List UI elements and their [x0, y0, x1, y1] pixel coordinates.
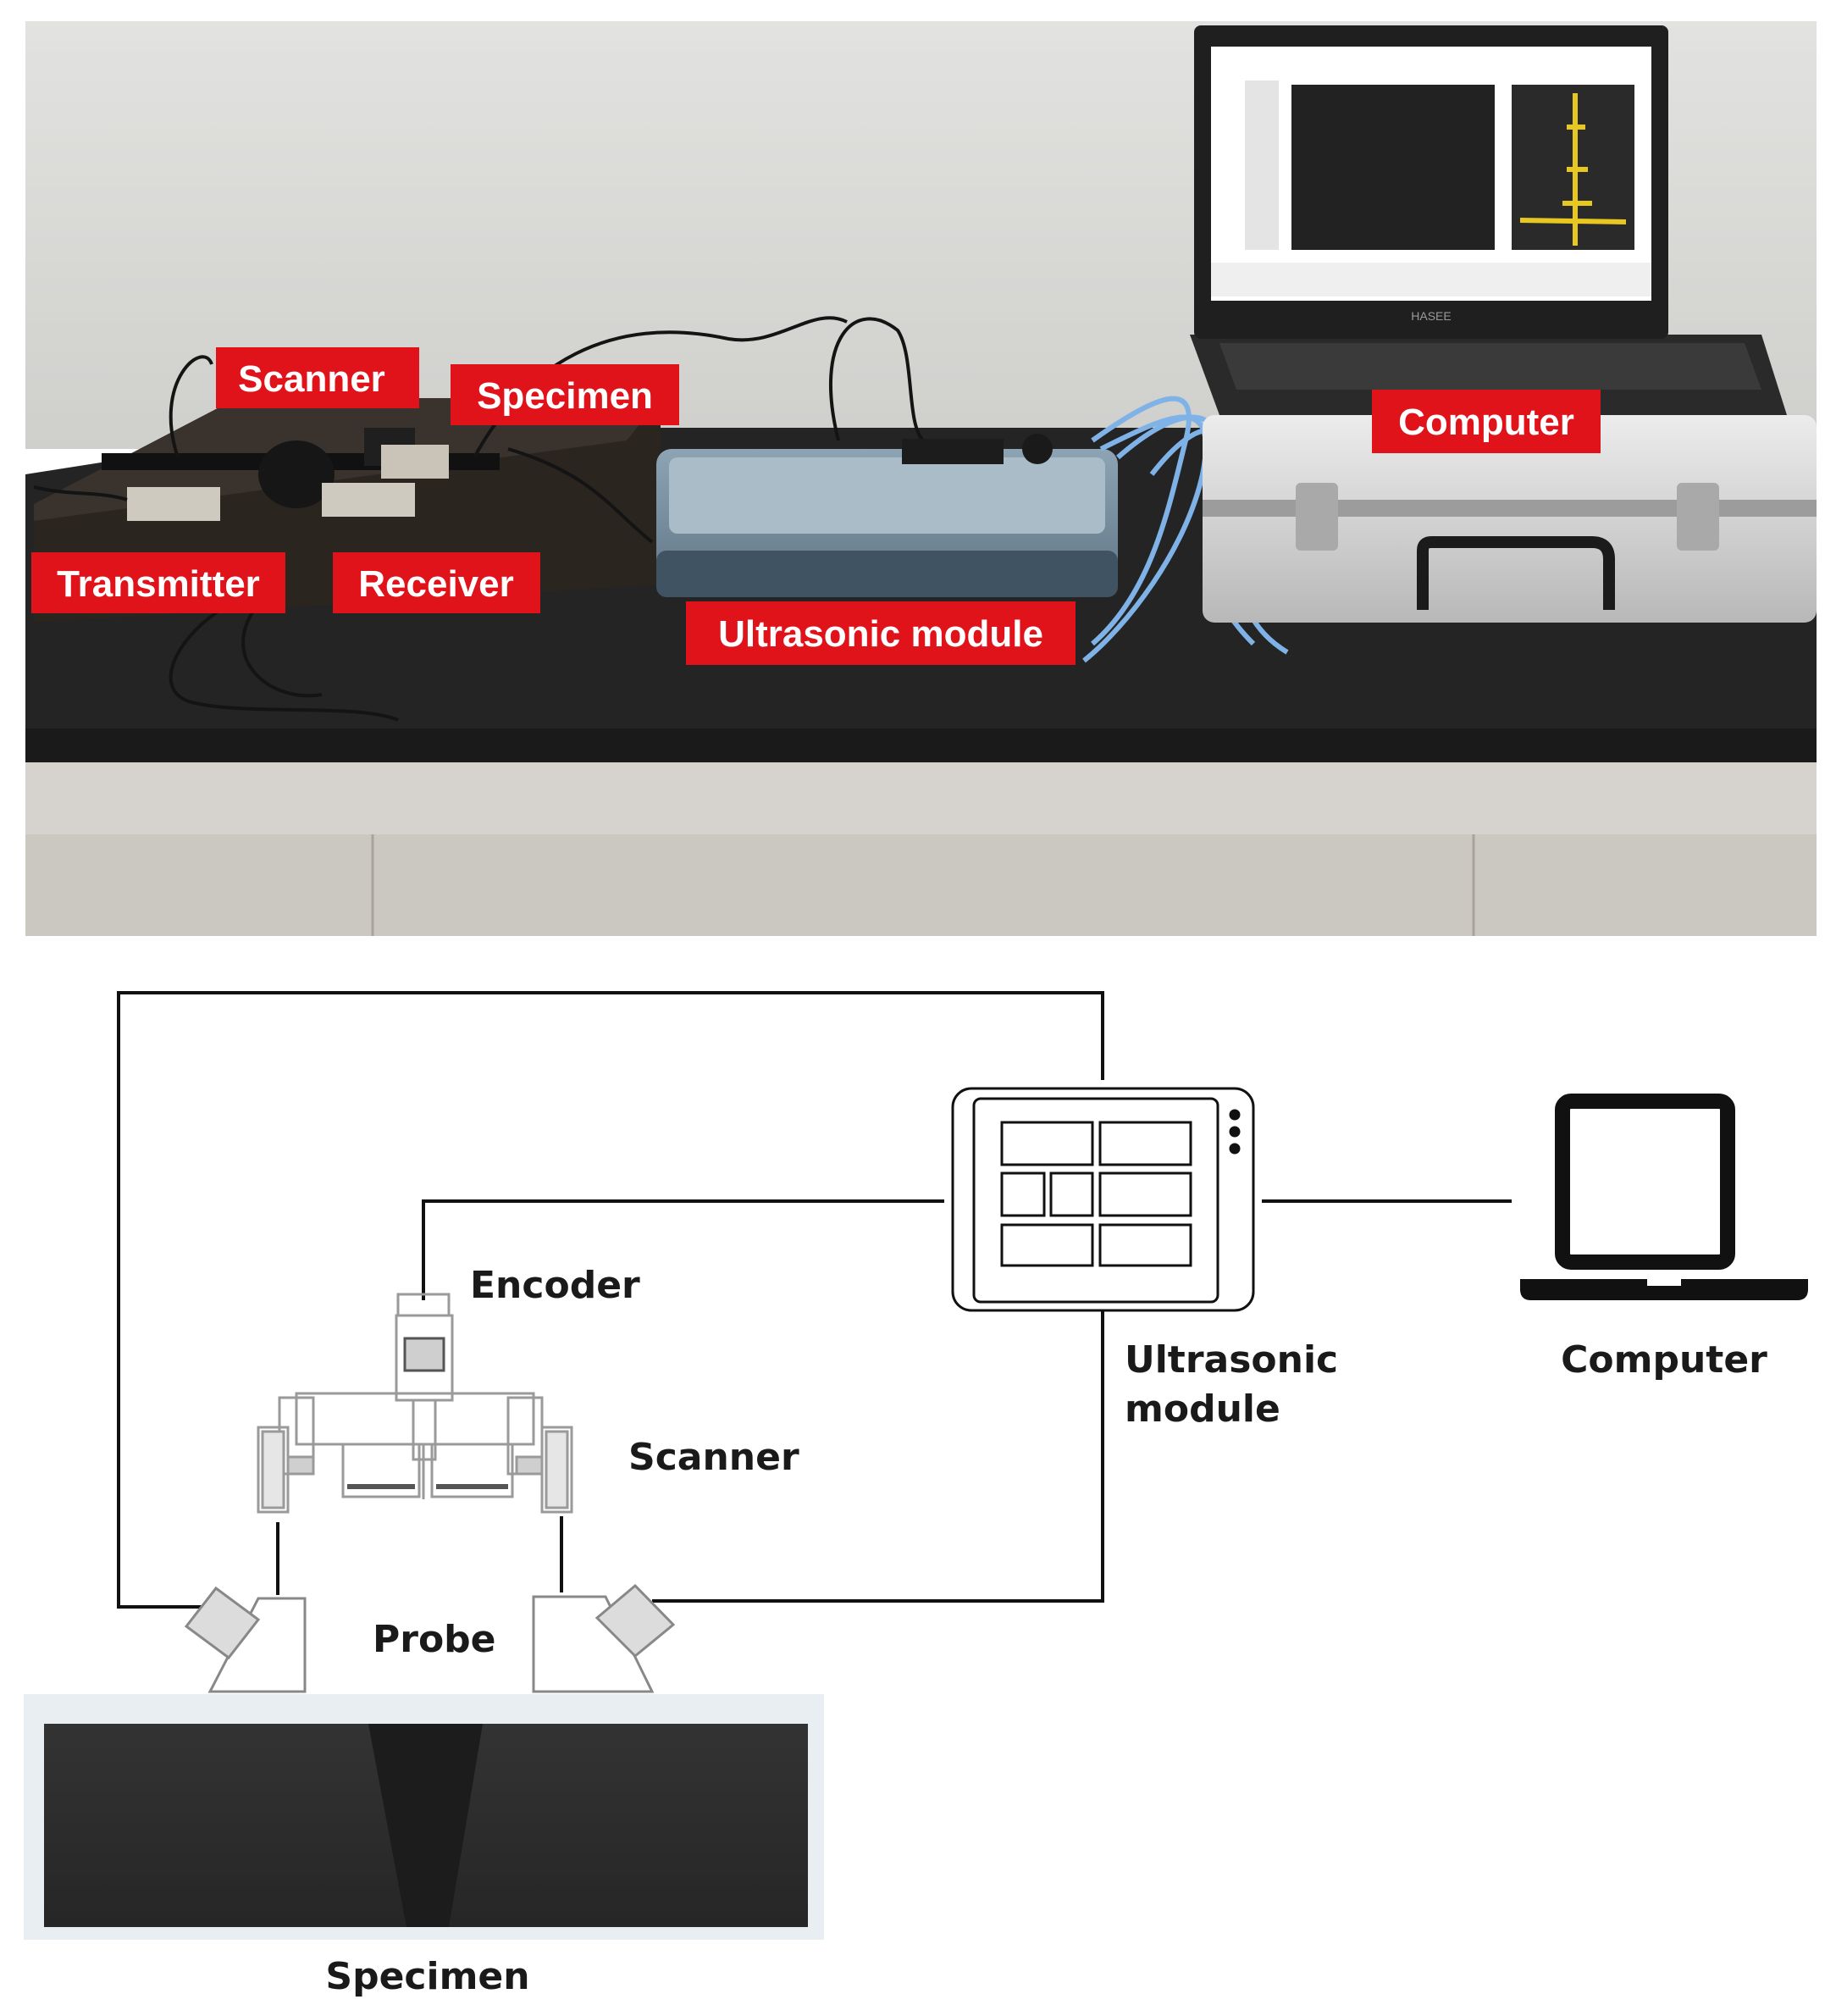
- scanner-knob-right: [545, 1430, 569, 1509]
- diagram-label-specimen: Specimen: [325, 1955, 529, 1998]
- diagram-scanner: [257, 1293, 573, 1514]
- photo-module-knob: [1022, 434, 1053, 464]
- photo-case-handle: [1417, 536, 1615, 610]
- module-tile-4: [1049, 1171, 1094, 1217]
- photo-screen-toolbar: [1211, 263, 1651, 296]
- photo-module-base: [656, 551, 1118, 597]
- photo-transmitter-probe: [127, 487, 220, 521]
- module-tile-3: [1000, 1171, 1046, 1217]
- photo-label-scanner-text: Scanner: [238, 358, 385, 400]
- photo-label-transmitter: Transmitter: [31, 552, 285, 613]
- photo-laptop-keyboard: [1219, 343, 1761, 390]
- photo-scanner-wheel: [258, 440, 335, 508]
- module-led-1: [1229, 1109, 1241, 1121]
- photo-module-handle: [902, 439, 1004, 464]
- module-tile-5: [1098, 1171, 1192, 1217]
- encoder-hatch: [403, 1337, 445, 1372]
- diagram-ultrasonic-module: [951, 1087, 1255, 1312]
- probe-left-crystal: [184, 1586, 261, 1660]
- laptop-icon-base: [1520, 1279, 1808, 1300]
- module-led-2: [1229, 1126, 1241, 1138]
- diagram-label-ultrasonic-line1: Ultrasonic: [1125, 1338, 1338, 1382]
- module-outer-body: [951, 1087, 1255, 1312]
- photo-label-transmitter-text: Transmitter: [57, 563, 260, 605]
- module-tile-2: [1098, 1121, 1192, 1166]
- diagram-label-encoder: Encoder: [470, 1264, 640, 1307]
- photo-screen-left-pane: [1245, 80, 1279, 250]
- diagram-probe-right: [532, 1583, 676, 1693]
- photo-screen-signal: [1519, 93, 1627, 246]
- photo-case-latch-left: [1296, 483, 1338, 551]
- module-led-3: [1229, 1143, 1241, 1155]
- photo-panel: HASEE Scanner Specimen Transmitter Recei…: [25, 21, 1817, 936]
- diagram-label-computer: Computer: [1561, 1338, 1767, 1382]
- laptop-icon-screen: [1555, 1094, 1735, 1270]
- wire-transmitter: [117, 991, 1104, 1609]
- diagram-label-scanner: Scanner: [628, 1436, 799, 1479]
- scanner-joint-left: [286, 1455, 315, 1476]
- bench-rail: [25, 834, 1817, 936]
- scanner-lower-right: [430, 1443, 514, 1498]
- module-tile-1: [1000, 1121, 1094, 1166]
- module-tile-7: [1098, 1223, 1192, 1267]
- laptop-icon-notch: [1647, 1279, 1681, 1286]
- module-tile-6: [1000, 1223, 1094, 1267]
- scanner-knob-left: [261, 1430, 285, 1509]
- photo-label-computer-text: Computer: [1398, 402, 1574, 443]
- photo-receiver-probe: [322, 483, 415, 517]
- schematic-diagram: [117, 991, 1512, 1609]
- photo-label-ultrasonic-module-text: Ultrasonic module: [718, 613, 1043, 655]
- scanner-lower-left: [341, 1443, 421, 1498]
- photo-label-receiver-text: Receiver: [358, 563, 513, 605]
- probe-right-crystal: [594, 1583, 676, 1659]
- photo-label-ultrasonic-module: Ultrasonic module: [686, 601, 1076, 665]
- photo-clamp: [381, 445, 449, 479]
- probe-right-wedge: [532, 1595, 655, 1693]
- module-inner-screen: [972, 1097, 1219, 1304]
- wire-receiver: [652, 1311, 1104, 1603]
- photo-label-specimen: Specimen: [451, 364, 679, 425]
- diagram-specimen: [24, 1694, 824, 1940]
- laptop-icon: [1520, 1094, 1808, 1300]
- photo-case-band: [1203, 500, 1817, 517]
- diagram-probe-left: [184, 1586, 307, 1693]
- photo-laptop-brand: HASEE: [1411, 309, 1451, 323]
- bench-edge: [25, 728, 1817, 762]
- photo-label-specimen-text: Specimen: [477, 375, 653, 417]
- photo-label-computer: Computer: [1372, 390, 1601, 453]
- photo-laptop-case: [1203, 415, 1817, 623]
- photo-label-scanner: Scanner: [216, 347, 419, 408]
- diagram-label-probe: Probe: [373, 1618, 496, 1661]
- photo-label-receiver: Receiver: [333, 552, 540, 613]
- photo-screen-bscan: [1291, 85, 1495, 250]
- scanner-joint-right: [515, 1455, 544, 1476]
- photo-module-lid: [669, 457, 1105, 534]
- photo-case-latch-right: [1677, 483, 1719, 551]
- wire-encoder: [422, 1199, 944, 1300]
- specimen-weld: [368, 1724, 483, 1927]
- diagram-label-ultrasonic-line2: module: [1125, 1387, 1280, 1431]
